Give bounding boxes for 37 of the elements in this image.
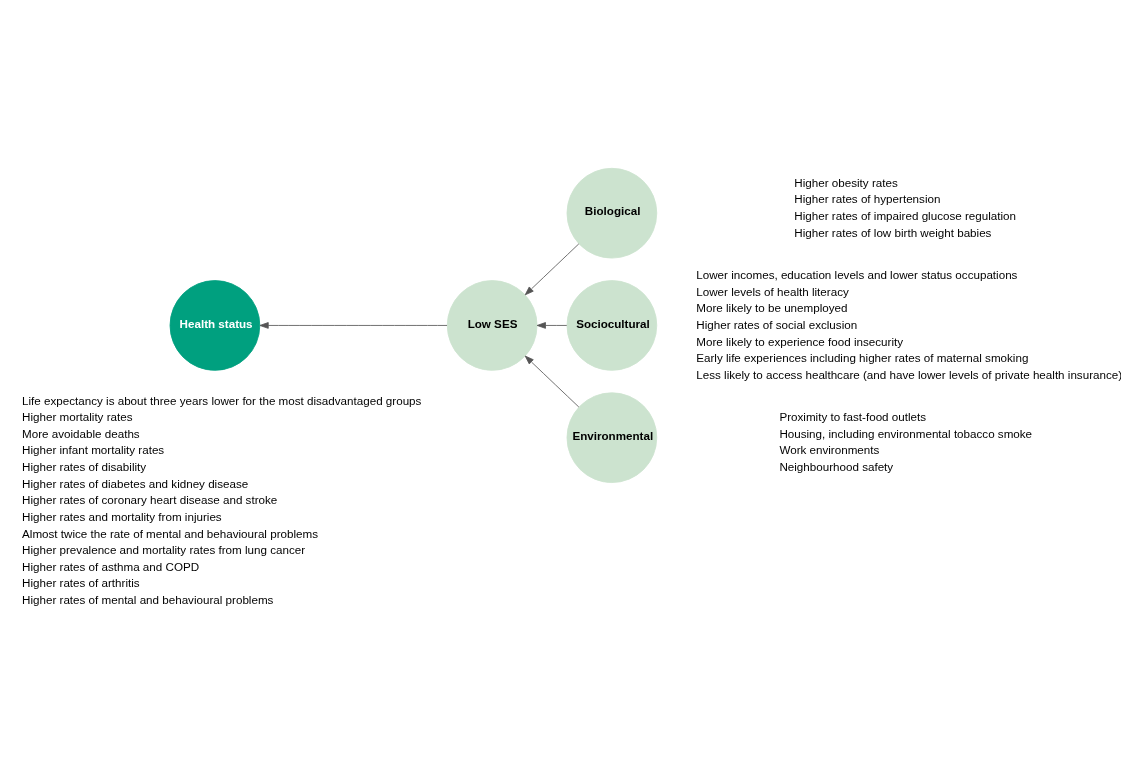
node-label: Less likely to access healthcare (and have lower levels of private health insurance) bbox=[696, 367, 1123, 381]
node-label: Neighbourhood safety bbox=[779, 460, 894, 474]
node-label: Higher rates of diabetes and kidney disease bbox=[22, 476, 249, 490]
node-label: Almost twice the rate of mental and behavioural problems bbox=[22, 526, 319, 540]
node-label: Housing, including environmental tobacco smoke bbox=[779, 426, 1033, 440]
node-label: Lower levels of health literacy bbox=[696, 284, 849, 298]
node-label: Work environments bbox=[779, 443, 880, 457]
node-label: Higher rates of low birth weight babies bbox=[794, 225, 992, 239]
node-label: Higher rates of disability bbox=[22, 460, 147, 474]
node-circle: Health status bbox=[169, 280, 261, 371]
node-label: Higher mortality rates bbox=[22, 410, 133, 424]
node-label: Higher rates of arthritis bbox=[22, 576, 140, 590]
arrow bbox=[524, 243, 580, 296]
node-label: More avoidable deaths bbox=[22, 426, 140, 440]
arrow bbox=[536, 322, 568, 329]
node-label: Higher rates of social exclusion bbox=[696, 317, 858, 331]
node-circle: Low SES bbox=[446, 280, 538, 371]
node-circle: Environmental bbox=[566, 392, 658, 483]
node-label: Higher rates of asthma and COPD bbox=[22, 559, 200, 573]
node-label: More likely to be unemployed bbox=[696, 301, 848, 315]
node-label: Higher prevalence and mortality rates from lung cancer bbox=[22, 543, 306, 557]
node-label: Higher rates of coronary heart disease and stroke bbox=[22, 493, 278, 507]
node-label: Higher rates of impaired glucose regulation bbox=[794, 209, 1017, 223]
node-label: Higher rates and mortality from injuries bbox=[22, 509, 222, 523]
arrow bbox=[524, 355, 580, 408]
node-label: Higher infant mortality rates bbox=[22, 443, 165, 457]
node-label: Lower incomes, education levels and lower status occupations bbox=[696, 268, 1018, 282]
node-label: Early life experiences including higher rates of maternal smoking bbox=[696, 351, 1029, 365]
node-label: Higher rates of mental and behavioural problems bbox=[22, 593, 274, 607]
arrow bbox=[259, 322, 448, 329]
node-label: Higher obesity rates bbox=[794, 175, 898, 189]
node-label: Life expectancy is about three years lower for the most disadvantaged groups bbox=[22, 393, 422, 407]
node-label: Proximity to fast-food outlets bbox=[779, 410, 927, 424]
node-label: More likely to experience food insecurity bbox=[696, 334, 904, 348]
node-label: Higher rates of hypertension bbox=[794, 192, 941, 206]
node-circle: Sociocultural bbox=[566, 280, 658, 371]
node-circle: Biological bbox=[566, 167, 658, 259]
